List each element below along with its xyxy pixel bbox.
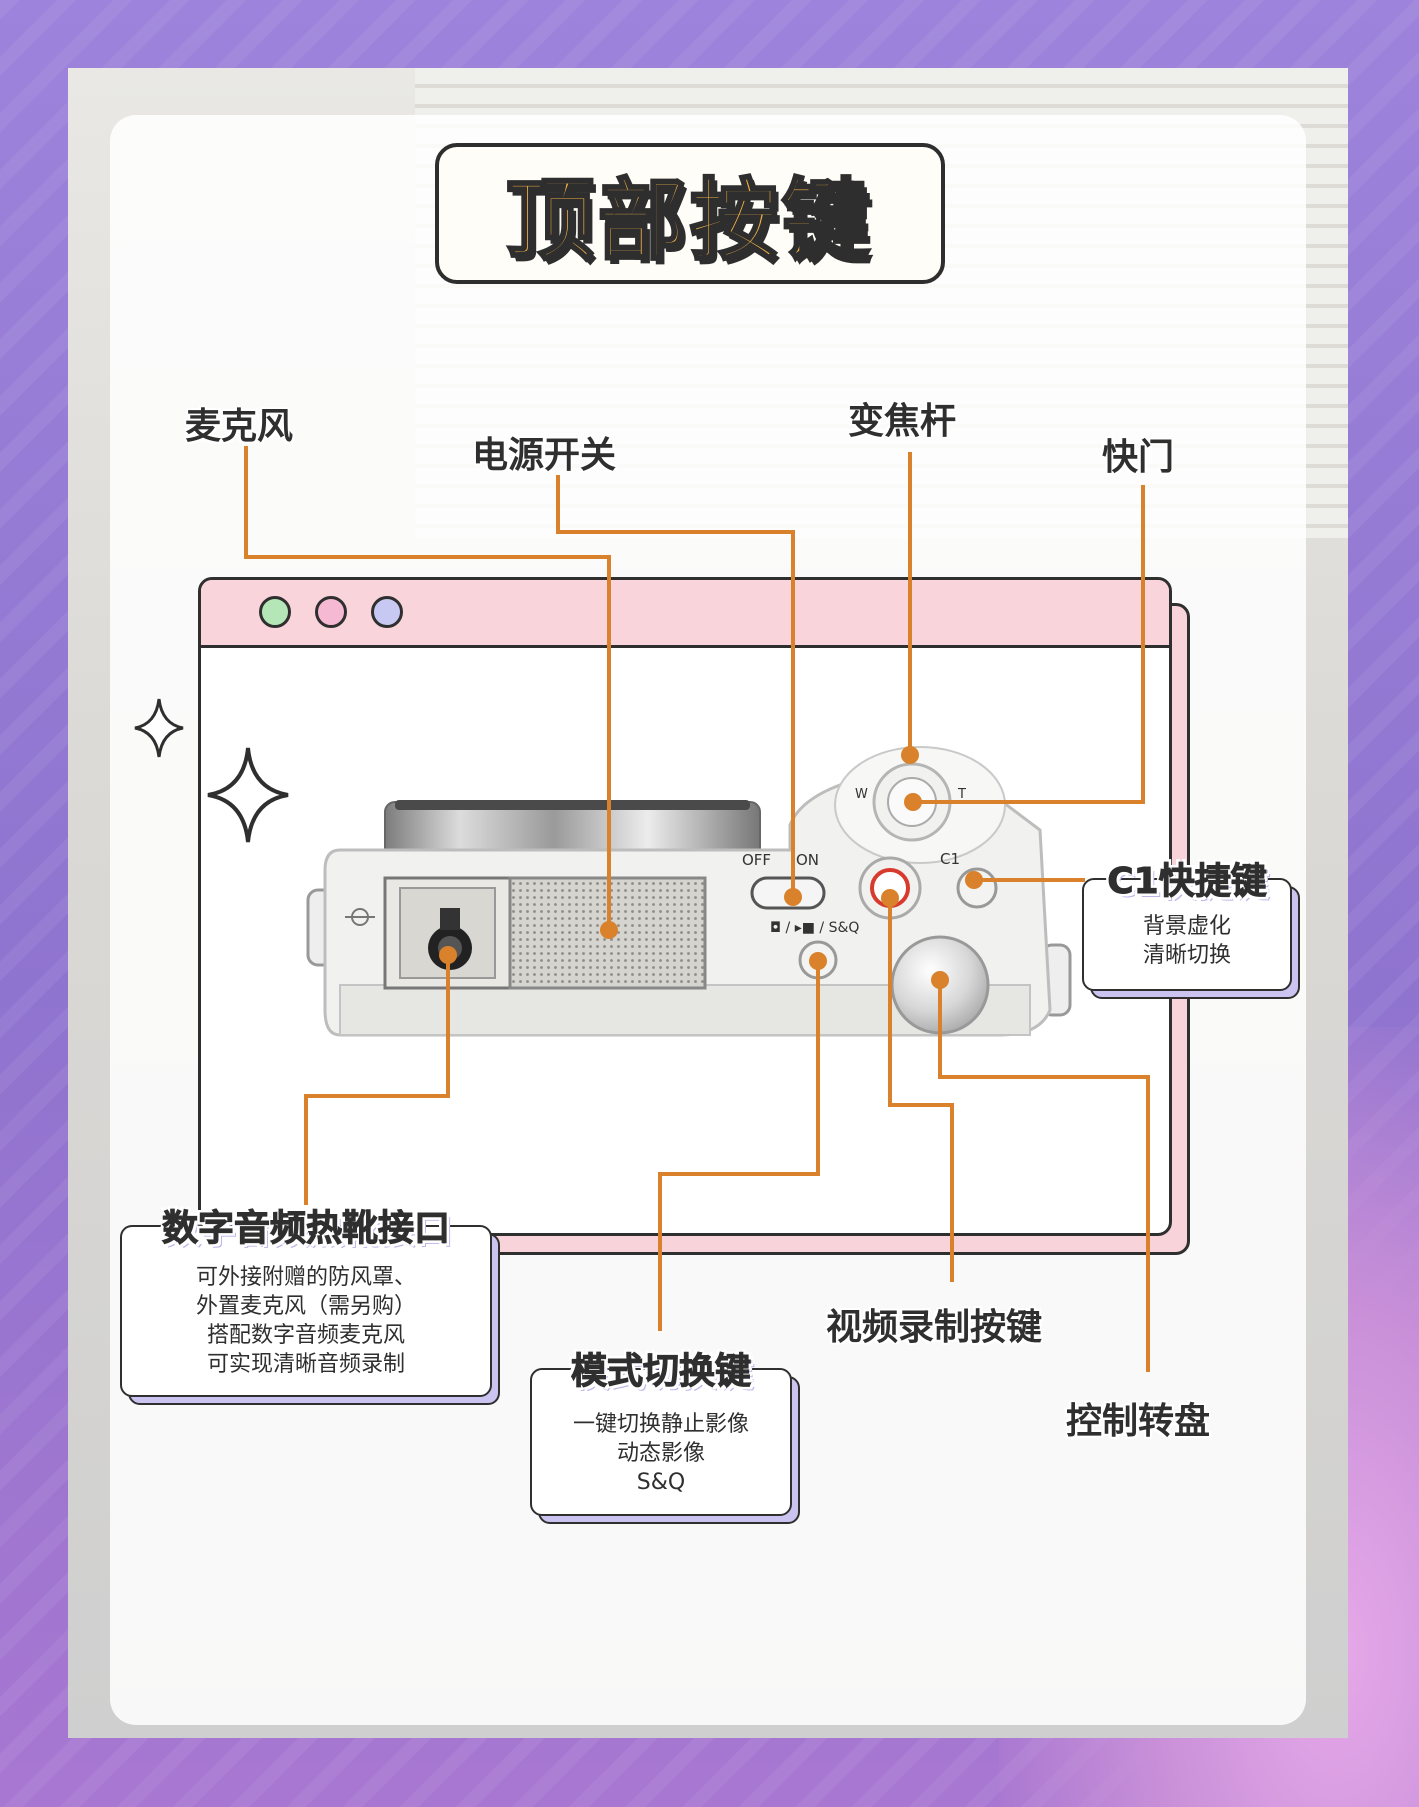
- callout-hotshoe-line: 搭配数字音频麦克风: [206, 1323, 405, 1348]
- callout-c1-line: 背景虚化: [1142, 914, 1231, 939]
- window-title-bar: [201, 580, 1169, 648]
- callout-body: [120, 1225, 492, 1397]
- label-power-switch: 电源开关: [472, 435, 617, 476]
- label-control-dial: 控制转盘: [1066, 1401, 1211, 1442]
- callout-body: [1082, 878, 1292, 991]
- callout-c1-title: C1快捷键: [1107, 861, 1267, 903]
- callout-c1: C1快捷键 背景虚化 清晰切换: [1082, 861, 1300, 999]
- sparkle-small-icon: [134, 698, 184, 758]
- callout-mode: 模式切换键 一键切换静止影像 动态影像 S&Q: [530, 1351, 800, 1524]
- switch-on-mark: ON: [796, 851, 819, 869]
- callout-hotshoe-title: 数字音频热靴接口: [161, 1208, 450, 1250]
- callout-mode-title: 模式切换键: [570, 1351, 751, 1393]
- callout-c1-text: 背景虚化 清晰切换: [1082, 912, 1292, 970]
- callout-hotshoe: 数字音频热靴接口 可外接附赠的防风罩、 外置麦克风（需另购） 搭配数字音频麦克风…: [120, 1208, 500, 1405]
- zoom-w-mark: W: [855, 787, 868, 802]
- page-title: 顶部按键: [504, 168, 874, 274]
- callout-mode-text: 一键切换静止影像 动态影像 S&Q: [530, 1410, 792, 1497]
- label-microphone: 麦克风: [185, 406, 294, 447]
- callout-body: [530, 1368, 792, 1516]
- callout-hotshoe-text: 可外接附赠的防风罩、 外置麦克风（需另购） 搭配数字音频麦克风 可实现清晰音频录…: [120, 1263, 492, 1379]
- mode-mark: ◘ / ▸■ / S&Q: [770, 920, 859, 936]
- label-shutter: 快门: [1102, 437, 1175, 478]
- callout-mode-line: S&Q: [636, 1470, 686, 1495]
- callout-hotshoe-line: 可实现清晰音频录制: [206, 1352, 405, 1377]
- title-banner: 顶部按键: [435, 143, 945, 284]
- callout-hotshoe-line: 外置麦克风（需另购）: [195, 1294, 416, 1319]
- window-dot-lavender: [371, 596, 403, 628]
- sparkle-large-icon: [207, 747, 289, 843]
- label-record-button: 视频录制按键: [826, 1307, 1043, 1348]
- callout-mode-line: 动态影像: [616, 1441, 705, 1466]
- callout-hotshoe-line: 可外接附赠的防风罩、: [195, 1265, 416, 1290]
- window-dot-green: [259, 596, 291, 628]
- callout-mode-line: 一键切换静止影像: [572, 1412, 749, 1437]
- zoom-t-mark: T: [957, 787, 966, 802]
- switch-off-mark: OFF: [742, 851, 771, 869]
- window-dot-pink: [315, 596, 347, 628]
- label-zoom-lever: 变焦杆: [848, 401, 957, 442]
- c1-mark: C1: [940, 850, 960, 868]
- callout-c1-line: 清晰切换: [1142, 943, 1231, 968]
